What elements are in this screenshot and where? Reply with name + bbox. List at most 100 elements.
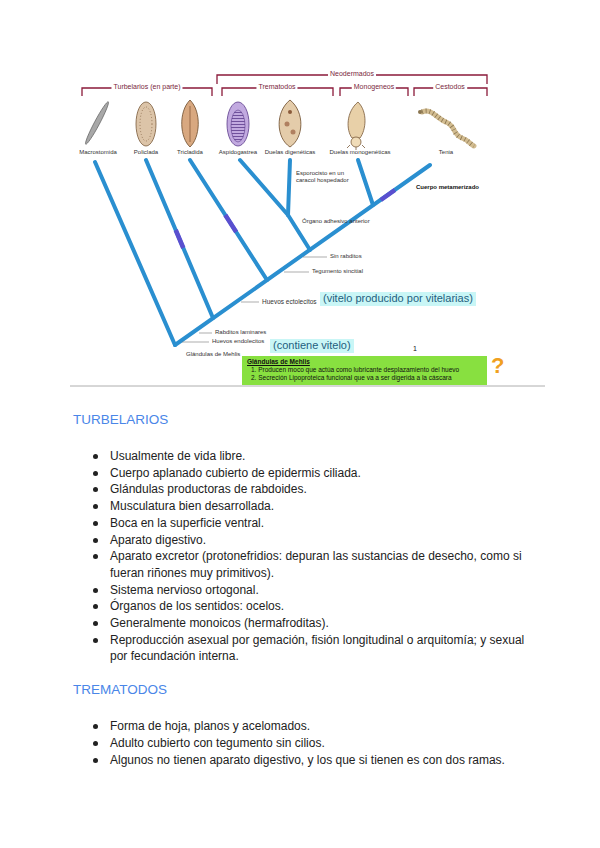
organism-figures <box>351 137 361 147</box>
section-heading: TREMATODOS <box>73 681 552 699</box>
organism-figures <box>83 101 110 146</box>
bullet-dot <box>93 538 98 543</box>
bullet-item: Adulto cubierto con tegumento sin cilios… <box>92 735 552 752</box>
bullet-text: Boca en la superficie ventral. <box>110 515 540 532</box>
trait-label: Órgano adhesivo anterior <box>302 218 370 225</box>
tree-branches <box>358 160 373 205</box>
organism-figures <box>422 111 474 146</box>
organism-figures <box>285 122 290 127</box>
taxon-label: Aspidogastrea <box>219 149 257 156</box>
bullet-text: Aparato digestivo. <box>110 532 540 549</box>
bullet-dot <box>93 487 98 492</box>
organism-figures <box>136 102 156 146</box>
bullet-item: Cuerpo aplanado cubierto de epidermis ci… <box>92 465 552 482</box>
bullet-dot <box>93 638 98 643</box>
tree-branches <box>95 160 430 345</box>
trait-label: Huevos endolecitos <box>212 338 264 345</box>
note-text: 1. Producen moco que actúa como lubrican… <box>247 366 482 374</box>
bullet-item: Reproducción asexual por gemación, fisió… <box>92 632 552 665</box>
leader-lines <box>241 302 259 303</box>
bullet-text: Usualmente de vida libre. <box>110 448 540 465</box>
bullet-text: Cuerpo aplanado cubierto de epidermis ci… <box>110 465 540 482</box>
note-text: 2. Secreción Lipoproteica funcional que … <box>247 374 482 382</box>
group-label: Cestodos <box>433 83 467 91</box>
bullet-text: Algunos no tienen aparato digestivo, y l… <box>110 752 540 769</box>
taxon-label: Duelas digenéticas <box>265 149 316 156</box>
taxon-label: Duelas monogenéticas <box>329 149 390 156</box>
leader-lines <box>182 342 209 343</box>
bullet-item: Aparato digestivo. <box>92 532 552 549</box>
bullet-dot <box>93 724 98 729</box>
section-heading: TURBELARIOS <box>73 411 552 429</box>
trait-label: Esporocisto en un caracol hospedador <box>296 170 354 184</box>
bullet-item: Generalmente monoicos (hermafroditas). <box>92 615 552 632</box>
trait-marks <box>381 190 395 200</box>
group-label: Trematodos <box>256 83 297 91</box>
tree-branches <box>95 162 175 345</box>
note-heading: Glándulas de Mehlis <box>247 358 482 366</box>
highlight-note: (vitelo producido por vitelarias) <box>320 292 476 306</box>
bullet-item: Órganos de los sentidos: ocelos. <box>92 598 552 615</box>
leader-lines <box>182 257 327 342</box>
tree-branches <box>288 160 290 215</box>
trait-label: Rabditos laminares <box>215 329 266 336</box>
organism-figures <box>279 100 301 147</box>
bullet-item: Aparato excretor (protonefridios: depura… <box>92 548 552 581</box>
trait-marks <box>176 190 395 248</box>
bullet-text: Generalmente monoicos (hermafroditas). <box>110 615 540 632</box>
group-label: Turbelarios (en parte) <box>111 83 182 91</box>
organism-figures <box>291 130 296 135</box>
bullet-text: Musculatura bien desarrollada. <box>110 498 540 515</box>
taxon-label: Tricladida <box>177 149 203 156</box>
organism-figures <box>83 100 474 150</box>
bullet-item: Usualmente de vida libre. <box>92 448 552 465</box>
trait-label: Sin rabditos <box>330 253 362 260</box>
bullet-text: Aparato excretor (protonefridios: depura… <box>110 548 540 581</box>
trait-marks <box>225 215 236 232</box>
organism-figures <box>140 107 152 141</box>
organism-figures <box>422 111 474 146</box>
bullet-dot <box>93 504 98 509</box>
taxon-label: Macrostomida <box>79 149 117 156</box>
trait-label: Cuerpo metamerizado <box>416 184 479 191</box>
bullet-text: Adulto cubierto con tegumento sin cilios… <box>110 735 540 752</box>
note-box: Glándulas de Mehlis1. Producen moco que … <box>242 356 487 385</box>
organism-figures <box>418 110 422 114</box>
bullet-text: Forma de hoja, planos y acelomados. <box>110 718 540 735</box>
bullet-dot <box>93 741 98 746</box>
bullet-dot <box>93 471 98 476</box>
bullet-item: Forma de hoja, planos y acelomados. <box>92 718 552 735</box>
leader-lines <box>303 257 327 258</box>
bullet-text: Glándulas productoras de rabdoides. <box>110 481 540 498</box>
bullet-dot <box>93 454 98 459</box>
organism-figures <box>182 100 199 147</box>
bullet-dot <box>93 521 98 526</box>
taxon-label: Policlada <box>134 149 158 156</box>
group-brackets <box>82 75 487 96</box>
organism-figures <box>348 102 365 138</box>
bullet-dot <box>93 758 98 763</box>
callout-number: 1 <box>413 345 417 353</box>
bullet-item: Algunos no tienen aparato digestivo, y l… <box>92 752 552 769</box>
group-label: Neodermados <box>328 70 376 78</box>
organism-figures <box>231 110 245 142</box>
bullet-text: Sistema nervioso ortogonal. <box>110 582 540 599</box>
organism-figures <box>83 101 110 146</box>
bullet-item: Sistema nervioso ortogonal. <box>92 582 552 599</box>
highlight-note: (contiene vitelo) <box>270 339 354 353</box>
question-mark: ? <box>491 353 504 379</box>
trait-label: Glándulas de Mehlis <box>186 351 240 358</box>
trait-label: Huevos ectolecitos <box>262 298 317 306</box>
bullet-item: Glándulas productoras de rabdoides. <box>92 481 552 498</box>
leader-lines <box>199 333 212 334</box>
bullet-item: Boca en la superficie ventral. <box>92 515 552 532</box>
bullet-text: Órganos de los sentidos: ocelos. <box>110 598 540 615</box>
trait-label: Tegumento sincitial <box>312 268 363 275</box>
bullet-dot <box>93 621 98 626</box>
organism-figures <box>190 106 191 142</box>
bullet-dot <box>93 588 98 593</box>
leader-lines <box>284 272 309 273</box>
bullet-dot <box>93 604 98 609</box>
organism-figures <box>288 110 292 114</box>
